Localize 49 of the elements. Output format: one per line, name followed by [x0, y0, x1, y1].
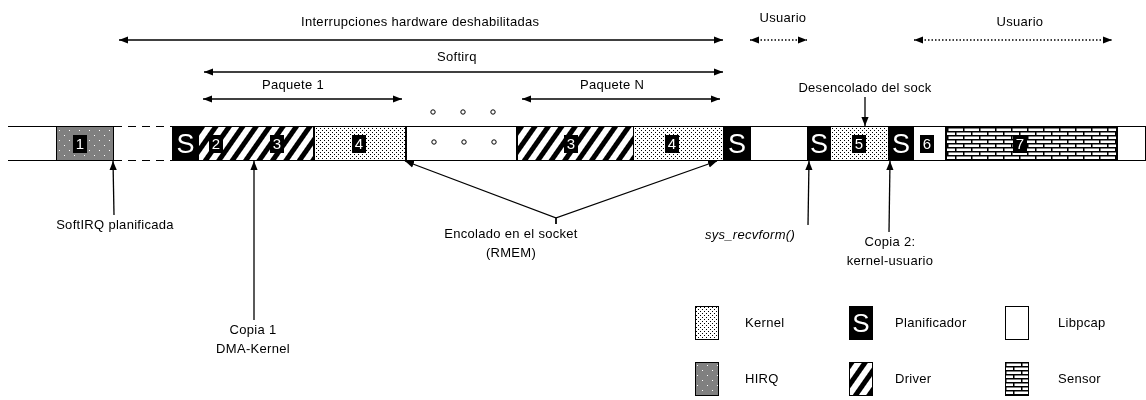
leader-arrow	[805, 160, 813, 226]
leader-arrow	[555, 160, 718, 225]
callout-text: SoftIRQ planificada	[20, 215, 210, 234]
libpcap-segment	[913, 126, 946, 161]
callout-text: Copia 1 DMA-Kernel	[214, 320, 292, 358]
legend-label: HIRQ	[745, 371, 779, 387]
sensor-segment	[946, 126, 1117, 161]
libpcap-segment	[1117, 126, 1146, 161]
leader-arrow	[250, 160, 258, 321]
span-label: Usuario	[759, 10, 807, 26]
step-number: 2	[209, 135, 223, 153]
function-name: sys_recvform()	[680, 225, 820, 244]
legend-swatch: S	[849, 306, 873, 340]
scheduler-letter: S	[727, 129, 747, 159]
scheduler-letter: S	[809, 129, 829, 159]
driver-segment	[198, 126, 314, 161]
span-label: Softirq	[437, 49, 477, 65]
span-label: Usuario	[996, 14, 1044, 30]
step-number: 7	[1013, 135, 1027, 153]
libpcap-segment	[406, 126, 517, 161]
legend-label: Sensor	[1058, 371, 1101, 387]
libpcap-segment	[750, 126, 808, 161]
leader-arrow	[886, 160, 894, 233]
scheduler-letter: S	[175, 129, 196, 159]
span-label: Paquete 1	[262, 77, 324, 93]
leader-arrow	[109, 160, 117, 216]
legend-label: Kernel	[745, 315, 785, 331]
driver-segment	[517, 126, 634, 161]
kernel-segment	[633, 126, 724, 161]
callout-text: Encolado en el socket (RMEM)	[436, 224, 586, 262]
callout-text: Copia 2: kernel-usuario	[835, 232, 945, 270]
span-label: Paquete N	[580, 77, 645, 93]
legend-label: Planificador	[895, 315, 967, 331]
callout-text: Desencolado del sock	[795, 78, 935, 97]
legend-label: Driver	[895, 371, 932, 387]
span-label: Interrupciones hardware deshabilitadas	[301, 14, 540, 30]
step-number: 5	[852, 135, 866, 153]
legend-label: Libpcap	[1058, 315, 1106, 331]
step-number: 3	[564, 135, 578, 153]
kernel-segment	[830, 126, 889, 161]
step-number: 6	[920, 135, 934, 153]
step-number: 4	[352, 135, 366, 153]
kernel-segment	[314, 126, 406, 161]
step-number: 3	[270, 135, 284, 153]
hirq-segment	[56, 126, 114, 161]
step-number: 1	[73, 135, 87, 153]
step-number: 4	[665, 135, 679, 153]
scheduler-letter: S	[891, 129, 911, 159]
leader-arrow	[861, 96, 869, 127]
